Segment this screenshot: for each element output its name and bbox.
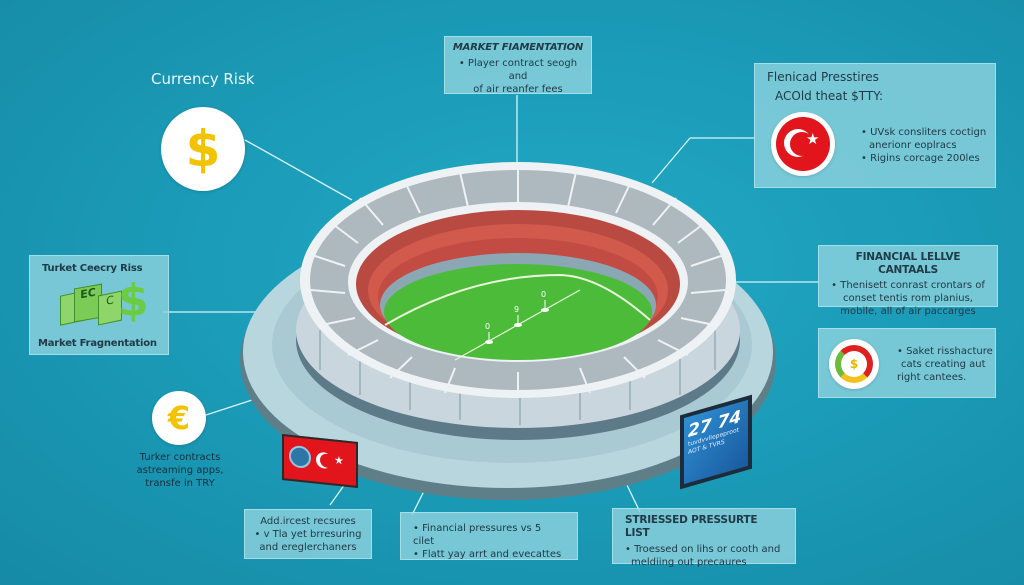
money-stack-icon: EC C $ <box>54 277 154 329</box>
euro-coin-icon: € <box>152 391 206 445</box>
pitch-marker: 0 <box>485 322 491 331</box>
pitch-marker: 9 <box>514 305 520 314</box>
turkish-flag-circle-icon: ★ <box>771 112 835 176</box>
financial-pressures-bottom-card: • Financial pressures vs 5 cilet • Flatt… <box>400 512 578 560</box>
addlircest-card: Add.ircest recsures • v Tla yet brresuri… <box>244 509 372 559</box>
star-icon: ★ <box>334 453 344 468</box>
dollar-coin-icon: $ <box>161 107 245 191</box>
stressed-pressure-card: STRIESSED PRESSURTE LIST • Troessed on l… <box>612 508 796 568</box>
financial-lellve-card: FINANCIAL LELLVE CANTAALS • Thenisett co… <box>818 245 998 317</box>
emblem-icon <box>289 444 311 470</box>
financial-pressures-card: Flenicad Presstires ACOld theat $TTY: ★ … <box>754 63 996 188</box>
market-fiamentation-card: MARKET FIAMENTATION • Player contract se… <box>444 36 592 95</box>
currency-risk-label: Currency Risk <box>151 70 255 88</box>
pitch-marker: 0 <box>541 290 547 299</box>
euro-note-text: Turker contracts astreaming apps, transf… <box>136 452 224 489</box>
turkey-currency-card: Turket Ceecry Riss EC C $ Market Fragnen… <box>29 255 169 355</box>
risk-gauge-dollar-icon: $ <box>829 339 879 389</box>
saket-card: $ • Saket risshacture cats creating aut … <box>818 328 996 398</box>
turkish-flag-panel: ★ <box>282 434 358 488</box>
financial-pressures-bullets: • UVsk consliters coctign anerionr eoplr… <box>861 127 987 164</box>
